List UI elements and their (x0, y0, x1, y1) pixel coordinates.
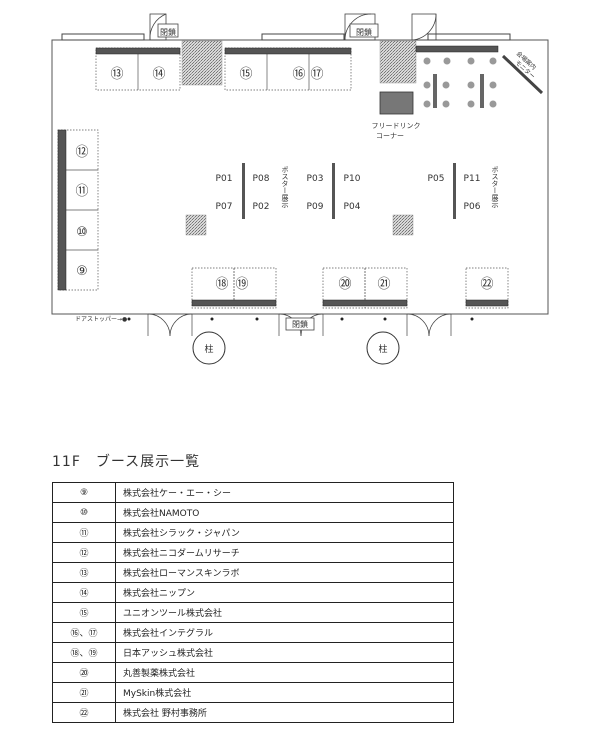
pillar-left: 柱 (192, 331, 226, 365)
booth-number: ⑨ (52, 482, 116, 503)
booth-17: ⑰ (310, 67, 323, 82)
poster-p07: P07 (216, 202, 233, 212)
booth-number: ⑱、⑲ (52, 642, 116, 663)
top-door-right (411, 13, 437, 41)
booth-number: ㉑ (52, 682, 116, 703)
booth-15: ⑮ (239, 67, 252, 82)
exit-box-bottom (285, 317, 315, 331)
poster-area-label-2: ポスター展示 (491, 166, 499, 208)
exhibitor-name: ユニオンツール株式会社 (115, 602, 454, 623)
door-stopper-label: ドアストッパー→● (75, 316, 127, 323)
booth-number: ⑬ (52, 562, 116, 583)
top-door-left (149, 13, 179, 41)
pillar-right: 柱 (366, 331, 400, 365)
exhibitor-name: 株式会社ニップン (115, 582, 454, 603)
svg-text:柱: 柱 (378, 343, 387, 355)
booth-number: ⑮ (52, 602, 116, 623)
poster-p09: P09 (307, 202, 324, 212)
poster-p08: P08 (253, 174, 270, 184)
exhibitor-name: 株式会社ローマンスキンラボ (115, 562, 454, 583)
booth-20: ⑳ (338, 277, 351, 292)
free-drink-label-1: フリードリンク (372, 122, 421, 130)
booth-number: ⑭ (52, 582, 116, 603)
exit-label-top-middle: 閉鎖 (356, 27, 372, 37)
exhibitor-name: 株式会社ケー・エー・シー (115, 482, 454, 503)
poster-p05: P05 (428, 174, 445, 184)
booth-13: ⑬ (110, 67, 123, 82)
free-drink-label-2: コーナー (376, 132, 404, 140)
poster-p02: P02 (253, 202, 270, 212)
booth-22: ㉒ (480, 277, 493, 292)
exit-label-top-left: 閉鎖 (160, 27, 176, 37)
exhibitor-name: 日本アッシュ株式会社 (115, 642, 454, 663)
booth-19: ⑲ (235, 277, 248, 292)
booth-12: ⑫ (75, 145, 88, 160)
bottom-doors (147, 313, 452, 337)
booth-list-title: 11F ブース展示一覧 (52, 454, 201, 470)
booth-boxes (57, 47, 509, 309)
top-door-middle (344, 13, 379, 41)
booth-number: ⑪ (52, 522, 116, 543)
exhibitor-name: 丸善製薬株式会社 (115, 662, 454, 683)
poster-p10: P10 (344, 174, 361, 184)
poster-labels: P01 P08 P07 P02 P03 P10 P09 P04 P05 P11 … (216, 174, 481, 212)
seating-area (423, 57, 497, 108)
svg-text:柱: 柱 (204, 343, 213, 355)
booth-18: ⑱ (215, 277, 228, 292)
exhibitor-name: 株式会社ニコダームリサーチ (115, 542, 454, 563)
booth-21: ㉑ (377, 277, 390, 292)
booth-number: ⑩ (52, 502, 116, 523)
booth-counters (57, 45, 509, 307)
poster-p03: P03 (307, 174, 324, 184)
exit-label-bottom: 閉鎖 (292, 319, 308, 329)
top-wall-segments (61, 33, 511, 41)
booth-number: ⑯、⑰ (52, 622, 116, 643)
poster-p11: P11 (464, 174, 481, 184)
booth-number-labels: ⑬ ⑭ ⑮ ⑯ ⑰ ⑫ ⑪ ⑩ ⑨ ⑱ ⑲ ⑳ ㉑ ㉒ (75, 67, 493, 292)
poster-p06: P06 (464, 202, 481, 212)
booth-number: ⑳ (52, 662, 116, 683)
booth-09: ⑨ (76, 264, 88, 279)
booth-number: ㉒ (52, 702, 116, 723)
poster-p01: P01 (216, 174, 233, 184)
exhibitor-name: MySkin株式会社 (115, 682, 454, 703)
poster-panels (242, 163, 456, 219)
booth-16: ⑯ (292, 67, 305, 82)
booth-10: ⑩ (76, 225, 88, 240)
floor-map: 閉鎖 閉鎖 (51, 13, 549, 365)
exhibitor-name: 株式会社シラック・ジャパン (115, 522, 454, 543)
booth-number: ⑫ (52, 542, 116, 563)
free-drink-counter (379, 91, 414, 115)
hatched-zones (181, 40, 417, 236)
poster-area-label-1: ポスター展示 (281, 166, 289, 208)
exhibitor-name: 株式会社インテグラル (115, 622, 454, 643)
exhibitor-name: 株式会社 野村事務所 (115, 702, 454, 723)
monitor-icon (501, 54, 544, 95)
booth-11: ⑪ (75, 184, 88, 199)
booth-14: ⑭ (152, 67, 165, 82)
door-stopper-dots (127, 317, 474, 321)
poster-p04: P04 (344, 202, 361, 212)
exhibitor-name: 株式会社NAMOTO (115, 502, 454, 523)
